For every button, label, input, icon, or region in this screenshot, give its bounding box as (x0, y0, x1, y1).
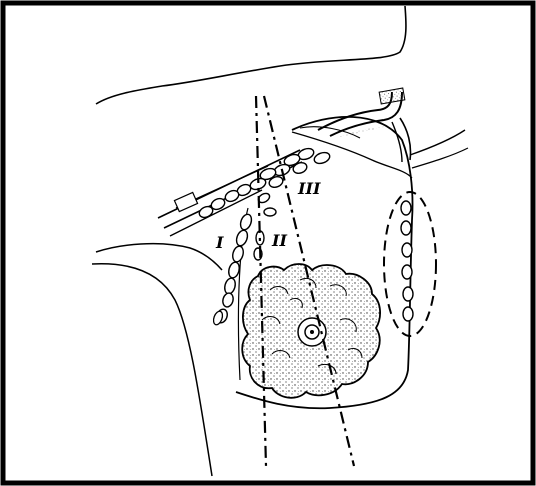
border (3, 3, 533, 483)
neck-outline (96, 6, 406, 104)
label-level-3: III (297, 179, 321, 198)
lymph-node (212, 310, 224, 326)
label-level-1: I (215, 233, 224, 252)
label-level-2: II (271, 231, 287, 250)
shoulder-line (410, 130, 465, 155)
vessel-segment (174, 192, 197, 211)
pectoral-line (300, 127, 360, 138)
arm-upper-contour (96, 244, 222, 270)
arm-lower-contour (92, 264, 212, 476)
vessel-branch (392, 122, 402, 162)
nipple-center (310, 330, 314, 334)
